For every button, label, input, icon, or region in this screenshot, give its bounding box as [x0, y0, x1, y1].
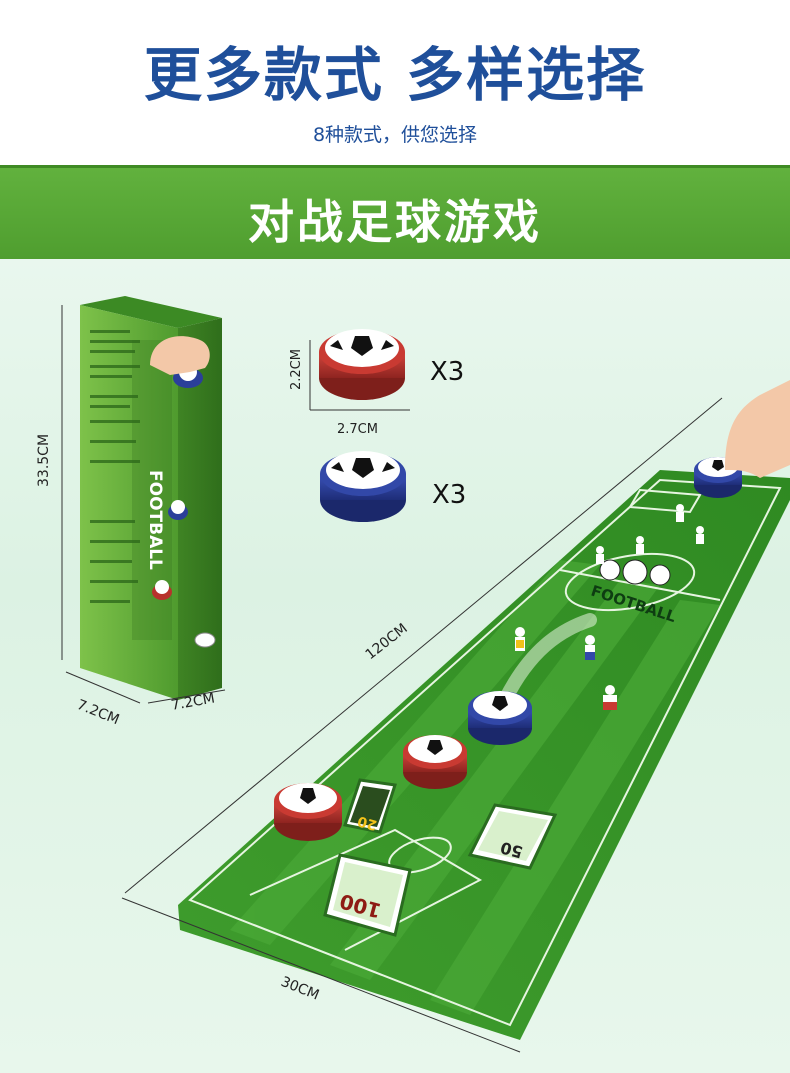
- mat-length-label: 120CM: [363, 621, 411, 664]
- red-puck-quantity: X3: [430, 357, 464, 387]
- score-card-100: 100: [323, 853, 412, 937]
- blue-puck-quantity: X3: [432, 480, 466, 510]
- box-brand: FOOTBALL: [145, 470, 165, 570]
- page-subtitle: 8种款式，供您选择: [312, 124, 478, 146]
- red-puck: [319, 329, 405, 400]
- mat-width-label: 30CM: [279, 974, 322, 1004]
- hand: [725, 380, 790, 478]
- box-dimension-lines: [61, 305, 226, 704]
- mat-puck-blue: [468, 691, 532, 745]
- header: [0, 0, 790, 165]
- puck-dimension-lines: [309, 340, 410, 411]
- mat-puck-red-2: [274, 783, 342, 841]
- blue-puck: [320, 451, 406, 522]
- box-width-right-label: 7.2CM: [170, 691, 216, 714]
- banner-title: 对战足球游戏: [248, 195, 542, 249]
- game-mat: FOOTBALL 100 50 20: [178, 380, 790, 1040]
- puck-height-label: 2.2CM: [289, 349, 304, 390]
- box-height-label: 33.5CM: [36, 434, 52, 487]
- score-card-50: 50: [467, 803, 558, 870]
- mat-puck-red-1: [403, 735, 467, 789]
- page-title: 更多款式 多样选择: [143, 41, 647, 109]
- product-box: FOOTBALL: [80, 296, 222, 700]
- box-width-left-label: 7.2CM: [75, 697, 122, 728]
- banner: [0, 165, 790, 259]
- player-figures: [515, 504, 704, 710]
- mat-dimension-lines: [121, 397, 723, 1053]
- score-card-20: 20: [343, 778, 397, 834]
- card-20-text: 20: [356, 812, 379, 833]
- puck-width-label: 2.7CM: [337, 422, 378, 437]
